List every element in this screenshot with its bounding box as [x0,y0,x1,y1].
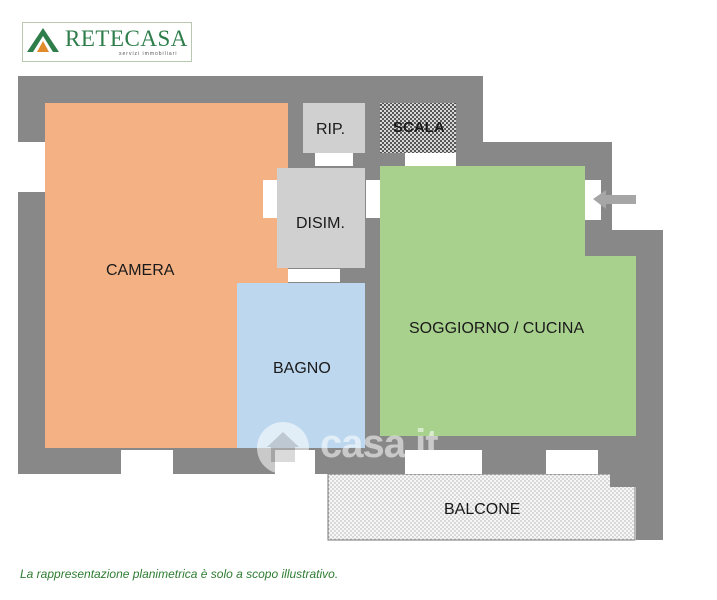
door-rip [315,153,353,166]
room-label-rip: RIP. [316,121,346,138]
casa-it-watermark: casa.it [255,418,475,478]
logo-subtitle: servizi immobiliari [119,51,178,57]
window-left [18,142,45,192]
door-camera [263,180,277,218]
door-scala [405,153,456,166]
watermark-text: casa.it [320,422,439,466]
bagno-area [237,283,365,448]
soggiorno-area [380,166,636,436]
disclaimer-note: La rappresentazione planimetrica è solo … [20,567,339,581]
door-soggiorno [366,180,380,218]
watermark-house-icon [257,422,309,474]
entrance-gap [585,180,601,220]
scala-area [380,103,456,153]
entrance-arrow-icon [593,190,636,209]
balcone-area [327,473,636,541]
room-label-scala: SCALA [393,119,445,136]
retecasa-logo: RETECASA servizi immobiliari [22,22,192,62]
door-bagno [288,269,340,282]
logo-name: RETECASA [65,26,188,51]
room-label-balcone: BALCONE [444,501,521,518]
room-label-bagno: BAGNO [273,360,331,377]
room-label-soggiorno: SOGGIORNO / CUCINA [409,320,585,337]
window-bottom-1 [121,450,173,474]
room-label-disim: DISIM. [296,215,345,232]
house-logo-icon [27,28,59,52]
window-bottom-3 [405,450,482,474]
window-bottom-4 [546,450,598,474]
disim-area [277,168,365,268]
rip-area [303,103,365,153]
room-label-camera: CAMERA [106,262,175,279]
